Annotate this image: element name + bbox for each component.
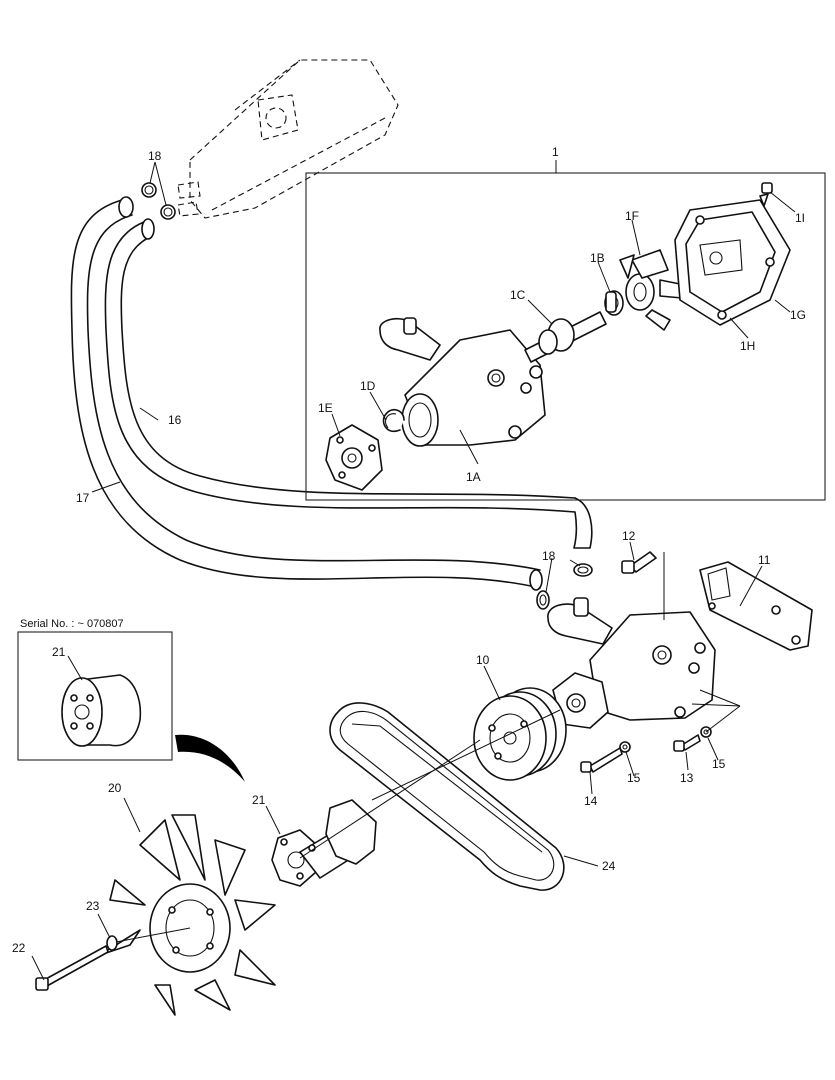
bolt-14 (580, 747, 623, 773)
impeller-1F (619, 249, 686, 331)
callout-15b: 15 (712, 757, 726, 771)
callout-1: 1 (552, 145, 559, 159)
callout-21b: 21 (252, 793, 266, 807)
callout-20: 20 (108, 781, 122, 795)
callout-22: 22 (12, 941, 26, 955)
fan-spacer-21 (271, 799, 377, 887)
callout-23: 23 (86, 899, 100, 913)
callout-1I: 1I (795, 211, 805, 225)
serial-number-note: Serial No. : ~ 070807 (20, 618, 124, 630)
callout-21a: 21 (52, 645, 66, 659)
bolt-13 (673, 734, 701, 752)
callout-17: 17 (76, 491, 90, 505)
bolt-22 (35, 945, 109, 991)
hose-clamps-top (141, 182, 176, 220)
pump-body-1A (379, 317, 546, 447)
bolt-1I (759, 182, 773, 207)
water-pump-assembly-box (305, 172, 826, 501)
cover-plate-1G (674, 199, 791, 326)
direction-arrow (175, 734, 245, 782)
callout-1B: 1B (590, 251, 605, 265)
callout-16: 16 (168, 413, 182, 427)
callout-18a: 18 (148, 149, 162, 163)
washer-15a (619, 741, 631, 753)
seal-1B (604, 290, 624, 316)
water-pump-10-assembly (547, 597, 716, 729)
v-belt-24 (329, 702, 565, 891)
callout-1A: 1A (466, 470, 481, 484)
serial-variant-box (17, 631, 173, 761)
hose-clamps-bottom (536, 563, 593, 610)
callout-12: 12 (622, 529, 636, 543)
shaft-bearing-1C (524, 311, 607, 363)
leader-lines (31, 160, 796, 981)
callout-labels: 1 1A 1B 1C 1D 1E 1F 1G 1H 1I 10 11 12 13… (12, 145, 806, 955)
gasket-11 (699, 561, 813, 651)
callout-11: 11 (758, 553, 771, 567)
bolt-12 (621, 551, 657, 574)
callout-1C: 1C (510, 288, 526, 302)
callout-1H: 1H (740, 339, 755, 353)
callout-15a: 15 (627, 771, 641, 785)
pulley-10 (473, 687, 567, 781)
washer-23 (106, 935, 118, 951)
callout-1E: 1E (318, 401, 333, 415)
callout-13: 13 (680, 771, 694, 785)
snap-ring-1D (382, 408, 405, 433)
callout-24: 24 (602, 859, 616, 873)
callout-18b: 18 (542, 549, 556, 563)
manifold-outline (177, 59, 399, 219)
callout-10: 10 (476, 653, 490, 667)
callout-14: 14 (584, 794, 598, 808)
callout-1F: 1F (625, 209, 639, 223)
flange-1E (325, 424, 383, 491)
callout-1D: 1D (360, 379, 376, 393)
cooling-fan-20 (99, 814, 276, 1016)
spacer-21-variant (61, 674, 142, 747)
callout-1G: 1G (790, 308, 806, 322)
